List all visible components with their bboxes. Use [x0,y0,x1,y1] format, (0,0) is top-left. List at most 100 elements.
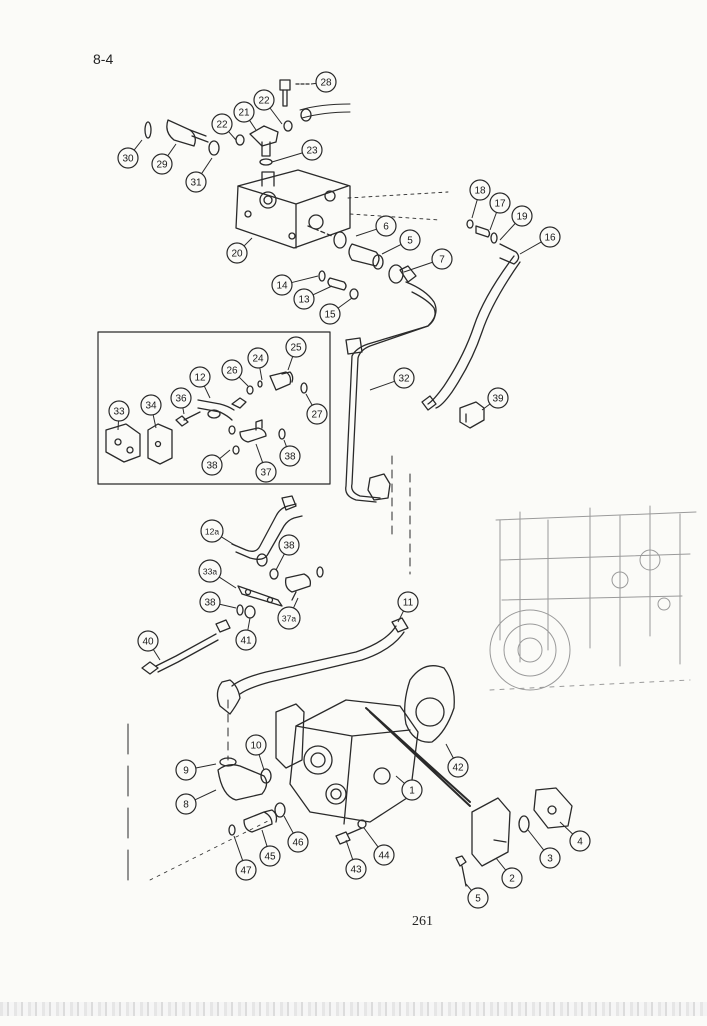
callout-circle [117,147,139,169]
callout-leader-line [195,763,217,769]
callout-29: 29 [151,143,177,175]
callout-label: 42 [452,763,464,774]
callout-leader-line [312,285,333,296]
callout-42: 42 [445,743,469,778]
callout-label: 21 [238,108,250,119]
callout-33: 33 [108,400,130,431]
callout-17: 17 [489,192,511,231]
callout-28: 28 [310,71,337,93]
callout-leader-line [221,536,237,547]
callout-15: 15 [319,297,353,325]
callout-leader-line [152,649,161,661]
callout-label: 10 [250,741,262,752]
callout-5: 5 [381,229,421,255]
callout-circle [539,847,561,869]
callout-label: 45 [264,852,276,863]
callout-leader-line [471,199,478,219]
callout-circle [373,844,395,866]
lower-tubes-group [141,495,409,715]
callout-circle [140,394,162,416]
callout-leader-line [499,223,516,241]
callout-12: 12 [189,366,211,399]
callout-33a: 33a [198,559,237,589]
callout-circle [226,242,248,264]
callout-label: 29 [156,160,168,171]
callout-circle [199,591,221,613]
callout-leader-line [527,829,545,851]
callout-leader-line [305,393,313,406]
callout-label: 44 [378,851,390,862]
callout-label: 3 [547,854,553,865]
callout-leader-line [283,439,287,447]
callout-24: 24 [247,347,269,381]
callout-label: 4 [577,837,583,848]
callout-leader-line [283,815,294,834]
callout-label: 34 [145,401,157,412]
callout-leader-line [219,603,237,609]
callout-label: 12a [205,527,219,537]
callout-circle [306,403,328,425]
callout-leader-line [397,610,404,623]
callout-label: 8 [183,800,189,811]
callout-circle [108,400,130,422]
callout-18: 18 [469,179,491,219]
callout-leader-line [271,152,303,163]
callout-label: 11 [403,598,414,609]
pipe-32-group [345,265,437,503]
callout-leader-line [259,367,263,381]
callout-43: 43 [345,839,367,880]
callout-30: 30 [117,139,143,169]
callout-leader-line [182,407,185,415]
callout-45: 45 [259,829,281,867]
callout-leader-line [247,617,251,631]
callout-leader-line [559,821,574,835]
callout-circle [315,71,337,93]
callout-circle [271,274,293,296]
callout-label: 2 [509,874,515,885]
callout-7: 7 [403,248,453,273]
callout-26: 26 [221,359,249,387]
callout-leader-line [345,839,354,860]
callout-circle [447,756,469,778]
callout-leader-line [395,775,405,784]
callout-leader-line [258,754,265,771]
callout-31: 31 [185,157,213,193]
callout-4: 4 [559,821,591,852]
callout-41: 41 [235,617,257,651]
callout-layer: 2822212223302931206571817191614131525242… [108,71,591,909]
callout-3: 3 [527,829,561,869]
callout-label: 24 [252,354,264,365]
callout-label: 12 [194,373,206,384]
callout-leader-line [293,597,299,609]
callout-label: 47 [240,866,252,877]
callout-label: 46 [292,838,304,849]
callout-label: 22 [258,96,270,107]
callout-label: 27 [311,410,323,421]
callout-13: 13 [293,285,333,310]
callout-circle [469,179,491,201]
callout-circle [211,113,233,135]
callout-leader-line [167,143,177,157]
callout-leader-line [228,131,237,141]
callout-leader-line [201,157,213,174]
callout-circle [175,759,197,781]
callout-leader-line [275,553,285,571]
callout-circle [511,205,533,227]
callout-circle [431,248,453,270]
callout-16: 16 [519,226,561,255]
callout-label: 23 [306,146,318,157]
callout-label: 14 [276,281,288,292]
callout-label: 32 [398,374,410,385]
callout-leader-line [238,376,249,387]
callout-circle [467,887,489,909]
callout-5: 5 [465,883,489,909]
callout-20: 20 [226,237,253,264]
callout-circle [253,89,275,111]
callout-label: 5 [407,236,413,247]
callout-circle [501,867,523,889]
engine-background-sketch [489,505,697,691]
section-number: 8-4 [93,51,114,67]
callout-44: 44 [363,827,395,866]
callout-circle [247,347,269,369]
callout-leader-line [261,829,268,847]
